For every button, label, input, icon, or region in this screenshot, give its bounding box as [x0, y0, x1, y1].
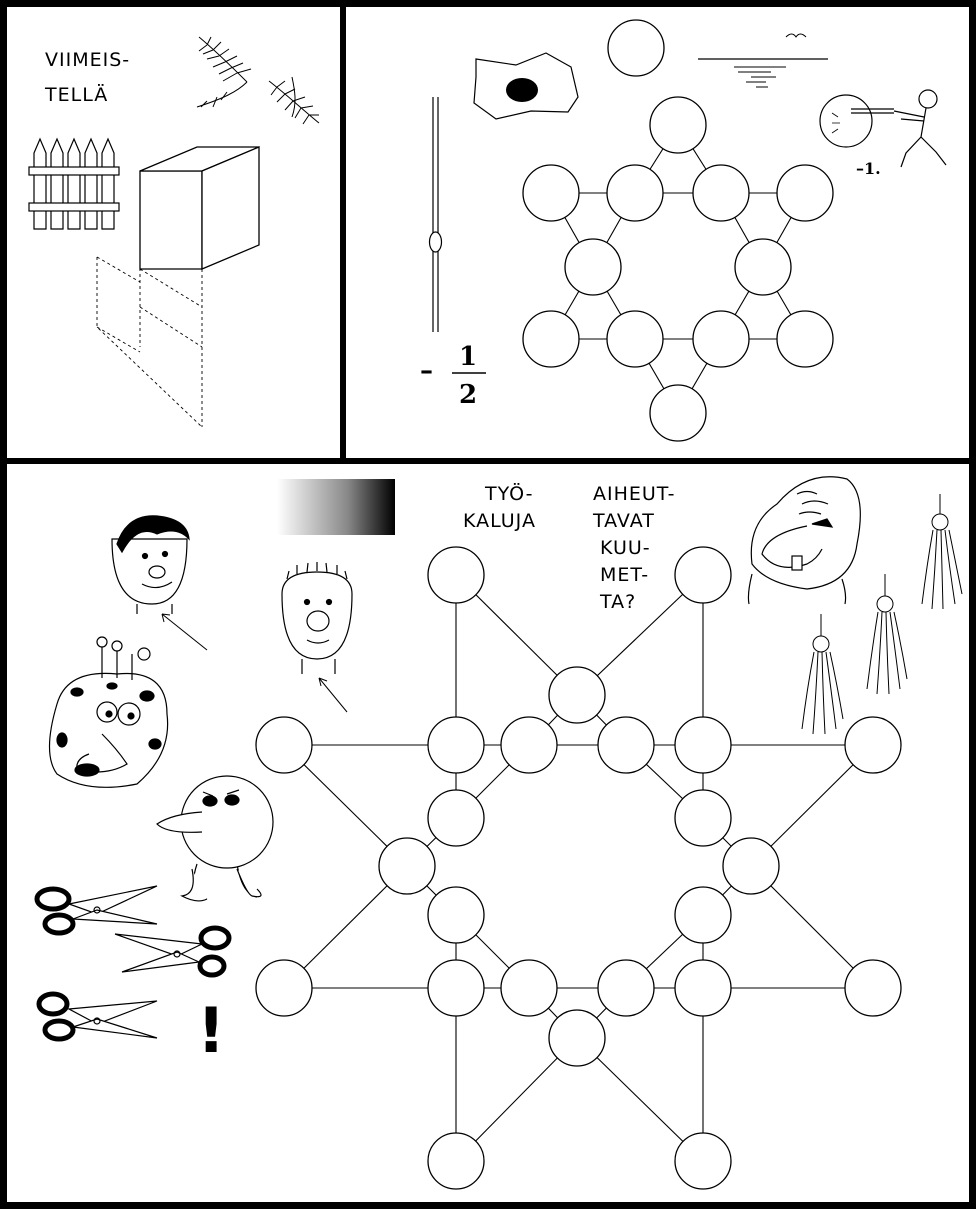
- map-with-spot-icon: [473, 52, 579, 120]
- panel-rebus-hint: VIIMEIS- TELLÄ: [7, 7, 340, 458]
- large-star-slot[interactable]: [427, 886, 485, 944]
- small-star-slot[interactable]: [564, 238, 622, 296]
- panel-star-puzzle-large: TYÖ- KALUJA AIHEUT- TAVAT KUU- MET- TA?: [7, 464, 969, 1202]
- rebus-word-line-1: VIIMEIS-: [45, 49, 130, 71]
- shooter-label: –1.: [856, 159, 881, 178]
- pine-branch-icon: [196, 36, 252, 108]
- label-question-line-3: KUU-: [600, 537, 651, 559]
- isometric-cube-icon: [139, 146, 260, 270]
- small-star-slot[interactable]: [649, 384, 707, 442]
- tassel-icon: [921, 494, 963, 610]
- large-star-slot[interactable]: [255, 959, 313, 1017]
- spotted-monster-icon: [48, 636, 169, 788]
- panel-star-puzzle-small: – 1 2 –1.: [346, 7, 969, 458]
- lake-with-bird-icon: [698, 33, 828, 88]
- large-star-slot[interactable]: [597, 959, 655, 1017]
- large-star-slot[interactable]: [674, 959, 732, 1017]
- large-star-slot[interactable]: [674, 716, 732, 774]
- small-star-slot[interactable]: [692, 310, 750, 368]
- small-star-slot[interactable]: [522, 164, 580, 222]
- gradient-swatch: [277, 479, 395, 535]
- large-star-slot[interactable]: [378, 837, 436, 895]
- cube-net-outline: [96, 232, 203, 428]
- pine-branch-icon: [268, 76, 320, 125]
- rebus-word-line-2: TELLÄ: [44, 83, 108, 106]
- small-star-slot[interactable]: [776, 164, 834, 222]
- large-star-slot[interactable]: [844, 716, 902, 774]
- tassel-icon: [866, 574, 908, 695]
- label-question-line-5: TA?: [599, 591, 636, 613]
- large-star-connector: [750, 865, 874, 989]
- large-star-slot[interactable]: [255, 716, 313, 774]
- large-star-slot[interactable]: [597, 716, 655, 774]
- large-star-slot[interactable]: [427, 789, 485, 847]
- large-star-slot[interactable]: [674, 886, 732, 944]
- large-star-slot[interactable]: [427, 546, 485, 604]
- label-question-line-1: AIHEUT-: [593, 483, 676, 505]
- large-star-slot[interactable]: [548, 1009, 606, 1067]
- scissors-icon: [114, 925, 232, 978]
- label-tools-line-1: TYÖ-: [484, 482, 534, 505]
- arrow-icon: [318, 677, 348, 713]
- large-star-slot[interactable]: [674, 1132, 732, 1190]
- large-star-slot[interactable]: [427, 1132, 485, 1190]
- large-star-connector: [576, 574, 704, 696]
- large-star-slot[interactable]: [722, 837, 780, 895]
- small-star-slot[interactable]: [606, 164, 664, 222]
- small-star-slot[interactable]: [734, 238, 792, 296]
- large-star-slot[interactable]: [427, 959, 485, 1017]
- stick-figure-shooter-icon: [819, 89, 947, 168]
- exclamation-mark: !: [197, 994, 225, 1067]
- large-star-slot[interactable]: [500, 716, 558, 774]
- label-tools-line-2: KALUJA: [463, 510, 536, 532]
- arrow-icon: [161, 613, 208, 651]
- label-question-line-2: TAVAT: [592, 510, 655, 532]
- fraction-minus-sign: –: [420, 356, 433, 386]
- small-star-slot[interactable]: [522, 310, 580, 368]
- fraction-denominator: 2: [459, 380, 477, 410]
- scissors-icon: [36, 991, 158, 1042]
- large-star-connector: [576, 1037, 704, 1162]
- ski-pole-icon: [428, 97, 443, 332]
- large-star-slot[interactable]: [674, 789, 732, 847]
- large-star-slot[interactable]: [844, 959, 902, 1017]
- fraction-numerator: 1: [459, 342, 477, 372]
- label-question-line-4: MET-: [600, 564, 649, 586]
- large-star-slot[interactable]: [548, 666, 606, 724]
- small-star-slot[interactable]: [606, 310, 664, 368]
- large-star-connector: [283, 865, 408, 989]
- tassel-icon: [801, 614, 844, 735]
- large-star-slot[interactable]: [500, 959, 558, 1017]
- scissors-icon: [34, 885, 158, 936]
- face-dark-hair-icon: [111, 515, 190, 614]
- large-star-connector: [283, 744, 408, 867]
- troll-face-icon: [747, 476, 861, 605]
- large-star-connector: [455, 1037, 578, 1162]
- small-star-slot[interactable]: [776, 310, 834, 368]
- small-star-slot[interactable]: [692, 164, 750, 222]
- large-star-slot[interactable]: [427, 716, 485, 774]
- round-creature-icon: [156, 775, 274, 902]
- picket-fence-icon: [28, 137, 120, 230]
- large-star-slot[interactable]: [674, 546, 732, 604]
- small-star-slot[interactable]: [649, 96, 707, 154]
- face-spiky-hair-icon: [281, 562, 353, 674]
- ball-icon: [607, 19, 665, 77]
